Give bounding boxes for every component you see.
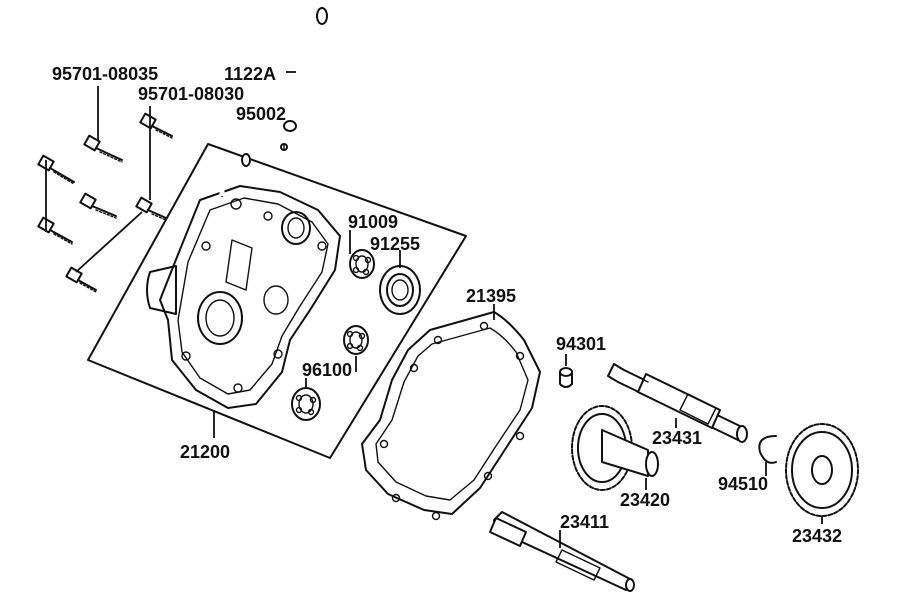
gear-23420 [571,405,659,491]
bolt [79,192,117,219]
ball-bearing-bolt-side [343,325,369,355]
label-95701-08030: 95701-08030 [138,84,244,104]
breather-hose [280,7,328,151]
label-23431: 23431 [652,428,702,448]
label-23420: 23420 [620,490,670,510]
case-frame [87,143,467,459]
label-21200: 21200 [180,442,230,462]
label-23432: 23432 [792,526,842,546]
gasket-21395 [361,311,541,521]
needle-bearing-91009 [349,249,375,279]
label-96100: 96100 [302,360,352,380]
gear-23432 [785,423,859,517]
bolt [83,134,123,163]
bolt [135,196,167,221]
bolt [65,266,97,293]
label-21395: 21395 [466,286,516,306]
label-91009: 91009 [348,212,398,232]
bolt [37,154,75,185]
bolt [139,112,173,139]
label-1122A: 1122A [224,64,276,84]
output-shaft-23431 [607,363,748,443]
label-94510: 94510 [718,474,768,494]
label-23411: 23411 [560,512,609,532]
bolt [37,216,73,245]
oil-seal-91255 [379,265,421,315]
label-94301: 94301 [556,334,606,354]
bolt-group [37,86,173,293]
label-95002: 95002 [236,104,286,124]
label-95701-08035: 95701-08035 [52,64,158,84]
ball-bearing-96100 [291,387,321,421]
dowel-pin-94301 [559,367,573,388]
input-shaft-23411 [489,511,635,592]
transmission-case [146,153,341,409]
label-91255: 91255 [370,234,420,254]
circlip-94510 [758,435,777,464]
